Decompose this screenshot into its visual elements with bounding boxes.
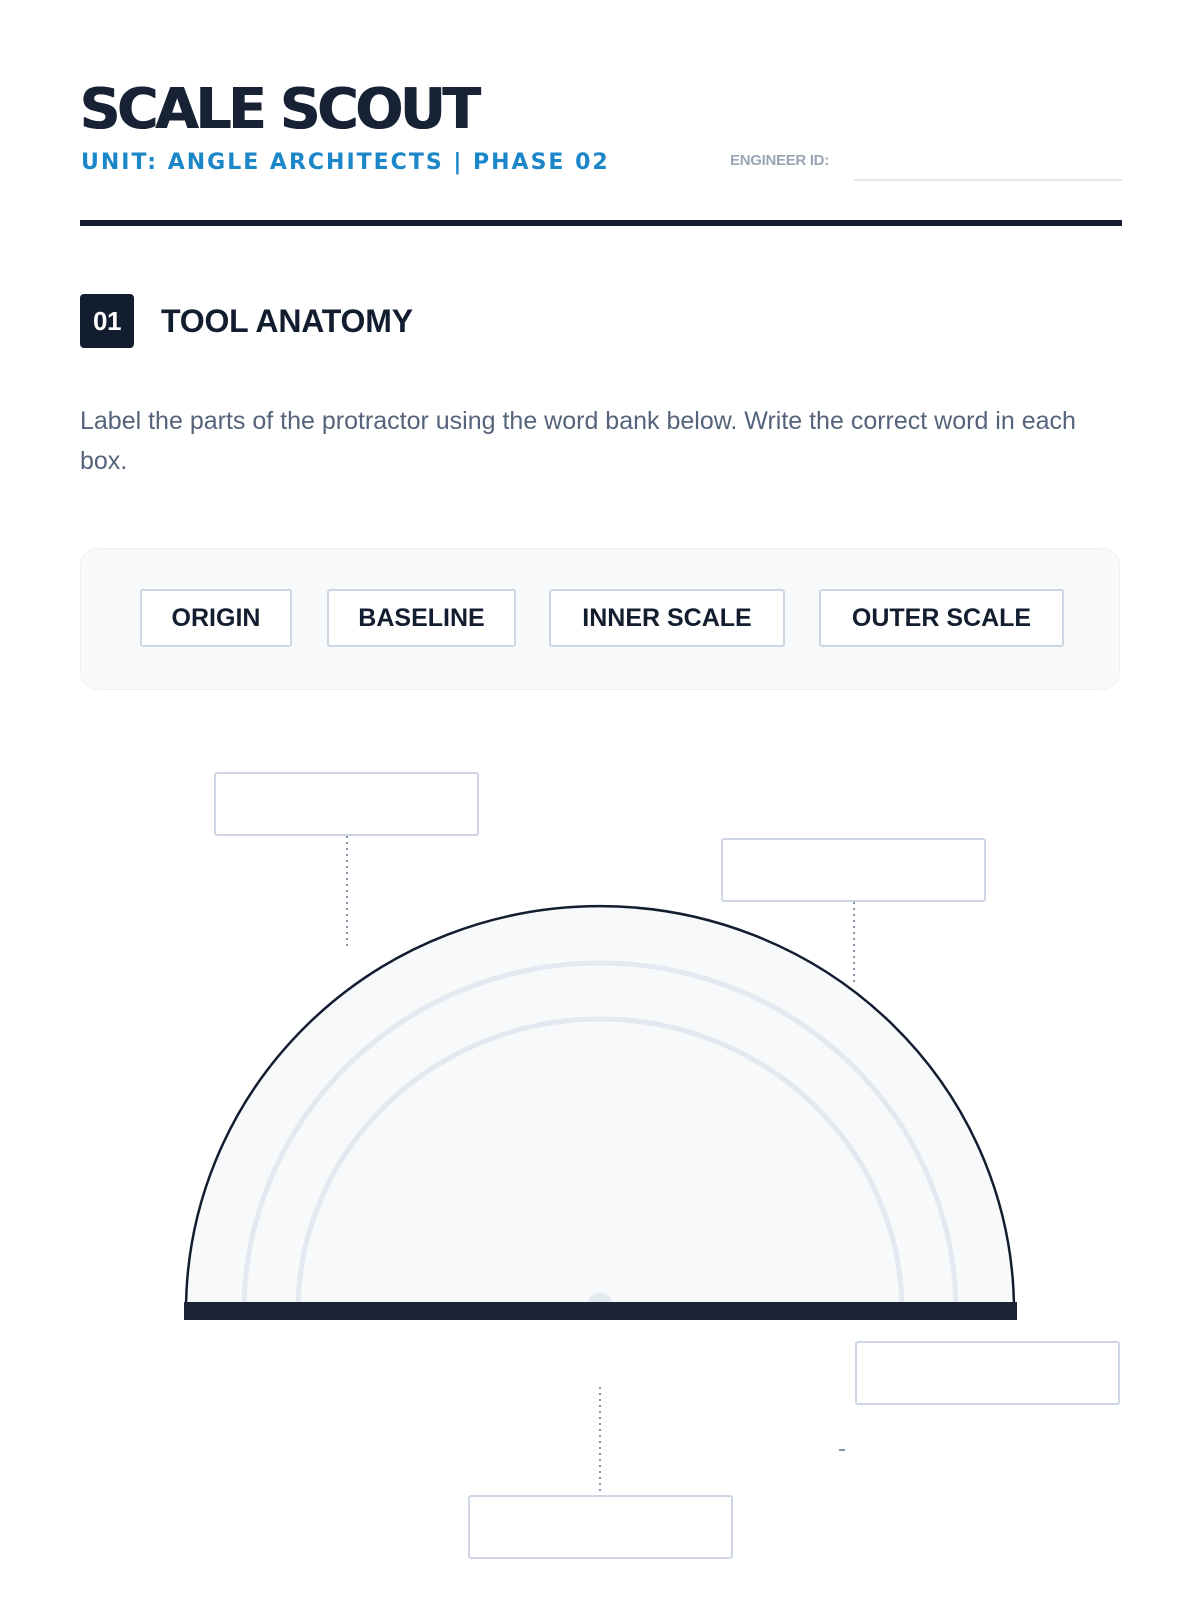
answer-box-inner-scale[interactable] — [721, 838, 986, 902]
word-chip-outer-scale[interactable]: OUTER SCALE — [819, 589, 1064, 647]
answer-box-baseline[interactable] — [855, 1341, 1120, 1405]
baseline-bar — [184, 1302, 1017, 1320]
outer-scale-arc — [241, 960, 959, 1312]
section-title: TOOL ANATOMY — [161, 303, 413, 339]
header-divider — [80, 220, 1122, 226]
protractor-body — [184, 904, 1016, 1313]
origin-point — [587, 1293, 613, 1319]
word-bank: ORIGIN BASELINE INNER SCALE OUTER SCALE — [80, 548, 1120, 690]
engineer-id-field[interactable] — [854, 143, 1122, 181]
instructions-text: Label the parts of the protractor using … — [80, 407, 1076, 475]
section-number-badge: 01 — [80, 294, 134, 348]
page-title: SCALE SCOUT — [80, 77, 481, 142]
answer-box-outer-scale[interactable] — [214, 772, 479, 836]
word-chip-baseline[interactable]: BASELINE — [327, 589, 516, 647]
word-chip-inner-scale[interactable]: INNER SCALE — [549, 589, 785, 647]
answer-box-origin[interactable] — [468, 1495, 733, 1559]
word-chip-origin[interactable]: ORIGIN — [140, 589, 292, 647]
unit-subtitle: UNIT: ANGLE ARCHITECTS | PHASE 02 — [81, 150, 610, 175]
engineer-id-label: ENGINEER ID: — [730, 152, 829, 169]
inner-scale-arc — [295, 1016, 905, 1312]
